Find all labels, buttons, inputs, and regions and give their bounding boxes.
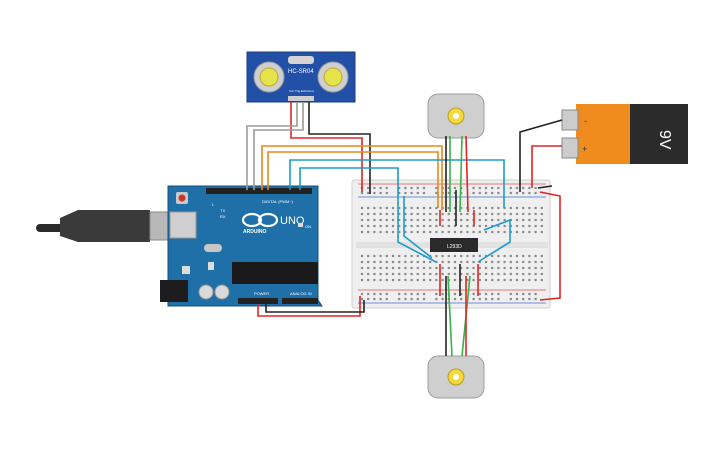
dc-motor-top[interactable]	[427, 93, 485, 139]
wire-motor-top-b	[459, 135, 463, 213]
wire-orange-2	[267, 151, 439, 208]
rx-label: RX	[220, 214, 226, 219]
svg-text:Gnd: Gnd	[308, 89, 314, 93]
digital-header[interactable]	[206, 188, 312, 194]
battery-plus-label: +	[582, 144, 587, 154]
wire-blue-4	[403, 196, 433, 259]
arduino-brand-text: ARDUINO	[243, 229, 266, 235]
analog-header[interactable]	[282, 298, 318, 304]
arduino-uno-board[interactable]: UNO ARDUINO DIGITAL (PWM~) POWER ANALOG …	[160, 185, 323, 307]
wire-motor-bottom-a	[447, 275, 453, 357]
power-jack	[160, 280, 188, 302]
wire-orange-1	[261, 145, 443, 210]
analog-label: ANALOG IN	[290, 291, 312, 296]
battery-voltage-label: 9V	[656, 130, 673, 150]
dc-motor-bottom[interactable]	[427, 355, 485, 399]
svg-text:Trig: Trig	[295, 89, 300, 93]
svg-text:Echo: Echo	[301, 89, 308, 93]
wire-sensor-gnd	[308, 102, 371, 194]
wire-power-black	[265, 300, 365, 313]
battery-minus-label: -	[584, 116, 587, 126]
power-label: POWER	[254, 291, 269, 296]
wire-sensor-trig	[246, 102, 298, 190]
driver-chip-label: L293D	[447, 244, 462, 250]
wire-sensor-vcc	[290, 102, 363, 192]
breadboard-holes	[360, 186, 543, 301]
wire-blue-1	[289, 159, 505, 208]
wire-rail-red-right	[539, 191, 561, 301]
wire-power-red	[257, 296, 361, 317]
on-label: ON	[305, 224, 311, 229]
sensor-model-label: HC-SR04	[288, 69, 314, 75]
usb-cable	[36, 210, 173, 242]
l-label: L	[212, 202, 215, 207]
svg-text:Vcc: Vcc	[289, 89, 295, 93]
wire-rail-black-right	[537, 185, 553, 189]
wire-battery-neg	[519, 119, 563, 192]
breadboard[interactable]	[351, 179, 551, 309]
ultrasonic-sensor[interactable]: HC-SR04 Vcc Trig Echo Gnd	[246, 51, 356, 103]
wire-blue-2	[299, 167, 437, 263]
wire-sensor-echo	[253, 102, 304, 190]
wires	[246, 102, 563, 357]
tx-label: TX	[220, 208, 225, 213]
digital-label: DIGITAL (PWM~)	[262, 199, 294, 204]
sensor-pin-labels: Vcc Trig Echo Gnd	[289, 89, 314, 93]
wire-battery-pos	[531, 145, 562, 188]
wire-motor-top-red	[465, 135, 469, 213]
wire-blue-3	[477, 218, 511, 263]
l293d-driver-chip: L293D	[430, 238, 478, 252]
power-header[interactable]	[238, 298, 278, 304]
battery-9v[interactable]: - + 9V	[561, 104, 688, 164]
atmega-chip	[232, 262, 318, 284]
